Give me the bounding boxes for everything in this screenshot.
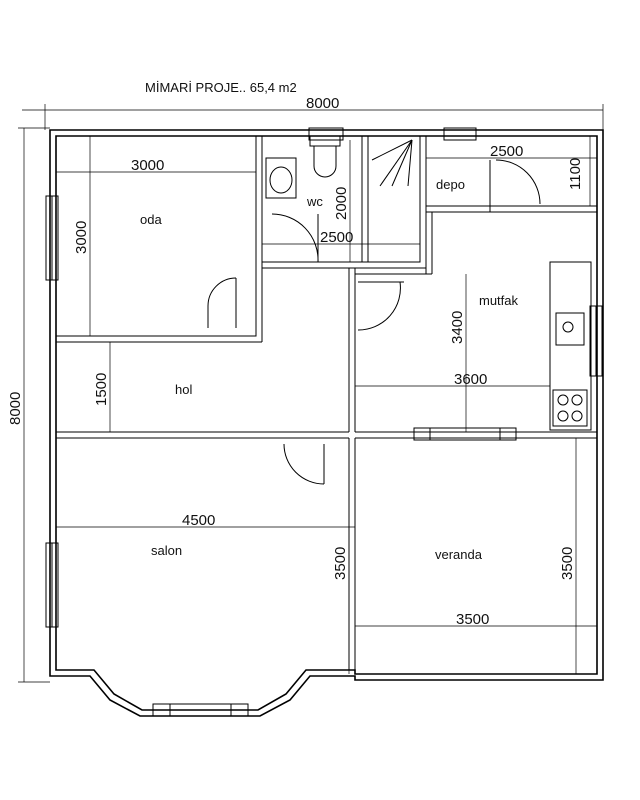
windows [45, 127, 603, 717]
wc-width-label: 2500 [320, 229, 353, 246]
mutfak-height-label: 3400 [449, 311, 466, 344]
overall-dimension-lines [18, 104, 604, 683]
room-label-hol: hol [175, 382, 192, 397]
depo-height-label: 1100 [567, 158, 584, 190]
veranda-width-label: 3500 [456, 611, 489, 628]
kitchen-counter [549, 261, 592, 431]
room-label-mutfak: mutfak [479, 293, 519, 308]
room-label-oda: oda [140, 212, 162, 227]
room-label-veranda: veranda [435, 547, 483, 562]
wc-fixtures [265, 135, 413, 199]
depo-walls [425, 135, 598, 213]
mutfak-width-label: 3600 [454, 371, 487, 388]
veranda-height-label: 3500 [559, 547, 576, 580]
oda-height-label: 3000 [73, 221, 90, 254]
doors [207, 159, 541, 485]
overall-width-label: 8000 [306, 95, 339, 112]
salon-height-label: 3500 [332, 547, 349, 580]
room-dimension-lines [56, 136, 597, 674]
wc-height-label: 2000 [333, 187, 350, 220]
overall-height-label: 8000 [7, 392, 24, 425]
room-label-wc: wc [306, 194, 323, 209]
salon-width-label: 4500 [182, 512, 215, 529]
depo-width-label: 2500 [490, 143, 523, 160]
outer-walls [49, 129, 604, 717]
mutfak-walls [355, 212, 433, 275]
hol-walls [56, 267, 597, 439]
salon-veranda-walls [348, 438, 356, 674]
hol-height-label: 1500 [93, 373, 110, 406]
room-label-salon: salon [151, 543, 182, 558]
room-label-depo: depo [436, 177, 465, 192]
oda-width-label: 3000 [131, 157, 164, 174]
plan-title: MİMARİ PROJE.. 65,4 m2 [145, 80, 297, 95]
